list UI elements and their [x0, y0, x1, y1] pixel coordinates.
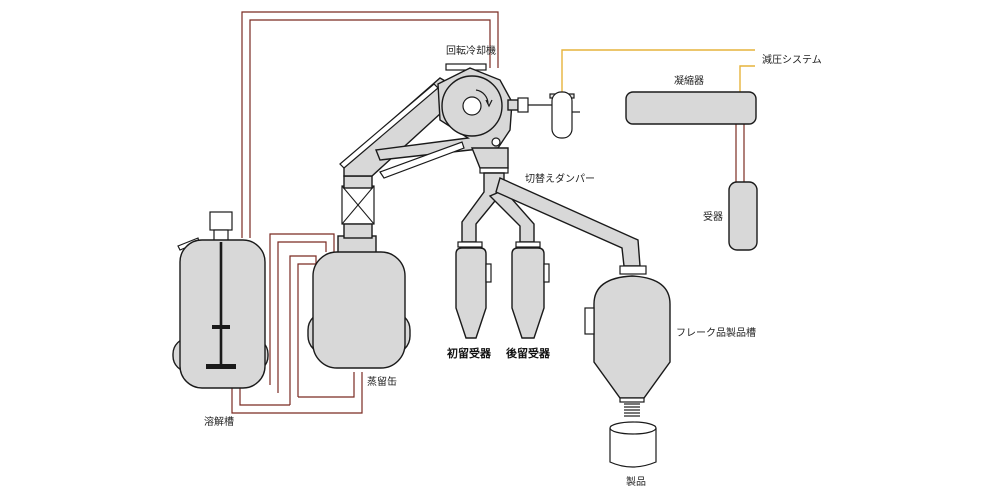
- agitator-motor: [209, 211, 233, 231]
- label-first-receiver: 初留受器: [447, 346, 492, 360]
- flake-tank-manway: [584, 307, 595, 335]
- cooler-port: [491, 137, 501, 147]
- trap-vessel: [551, 91, 573, 139]
- product-drum: 製品: [609, 421, 657, 488]
- distillation-pot: 蒸留缶: [307, 175, 411, 388]
- last-fraction-receiver: 後留受器: [506, 241, 551, 360]
- cooler-drum-hub: [462, 96, 482, 116]
- first-fraction-receiver: 初留受器: [447, 241, 492, 360]
- discharge-spring: [624, 403, 640, 417]
- label-condenser: 凝縮器: [674, 74, 704, 87]
- vacuum-lines: [561, 49, 755, 92]
- label-product: 製品: [626, 475, 646, 488]
- cooler-top-flange: [445, 63, 487, 71]
- vacuum-trap: [528, 91, 580, 139]
- cooler-scraper: [379, 141, 465, 179]
- flake-product-tank: フレーク品製品槽: [584, 265, 756, 417]
- chute-and-damper: 切替えダンパー: [461, 147, 641, 267]
- label-distillation-pot: 蒸留缶: [367, 375, 397, 388]
- heating-lines: [231, 11, 745, 414]
- rotary-cooler: 回転冷却機: [375, 44, 529, 179]
- label-last-receiver: 後留受器: [506, 346, 551, 360]
- label-rotary-cooler: 回転冷却機: [446, 44, 496, 57]
- label-dissolving-tank: 溶解槽: [204, 415, 234, 428]
- agitator-blade-bottom: [206, 364, 236, 369]
- cooler-side-nozzle: [517, 97, 529, 113]
- agitator-blade: [212, 325, 230, 329]
- dissolving-tank: 溶解槽: [172, 211, 269, 428]
- label-switch-damper: 切替えダンパー: [525, 172, 595, 185]
- label-vacuum-system: 減圧システム: [762, 53, 822, 66]
- last-receiver-sight: [543, 263, 550, 283]
- receiver: 受器: [703, 181, 758, 251]
- condenser: 凝縮器 減圧システム: [625, 53, 822, 125]
- flake-tank-inlet: [619, 265, 647, 275]
- first-receiver-sight: [485, 263, 492, 283]
- damper-flange: [479, 167, 509, 174]
- label-receiver: 受器: [703, 211, 723, 223]
- label-flake-tank: フレーク品製品槽: [676, 326, 756, 339]
